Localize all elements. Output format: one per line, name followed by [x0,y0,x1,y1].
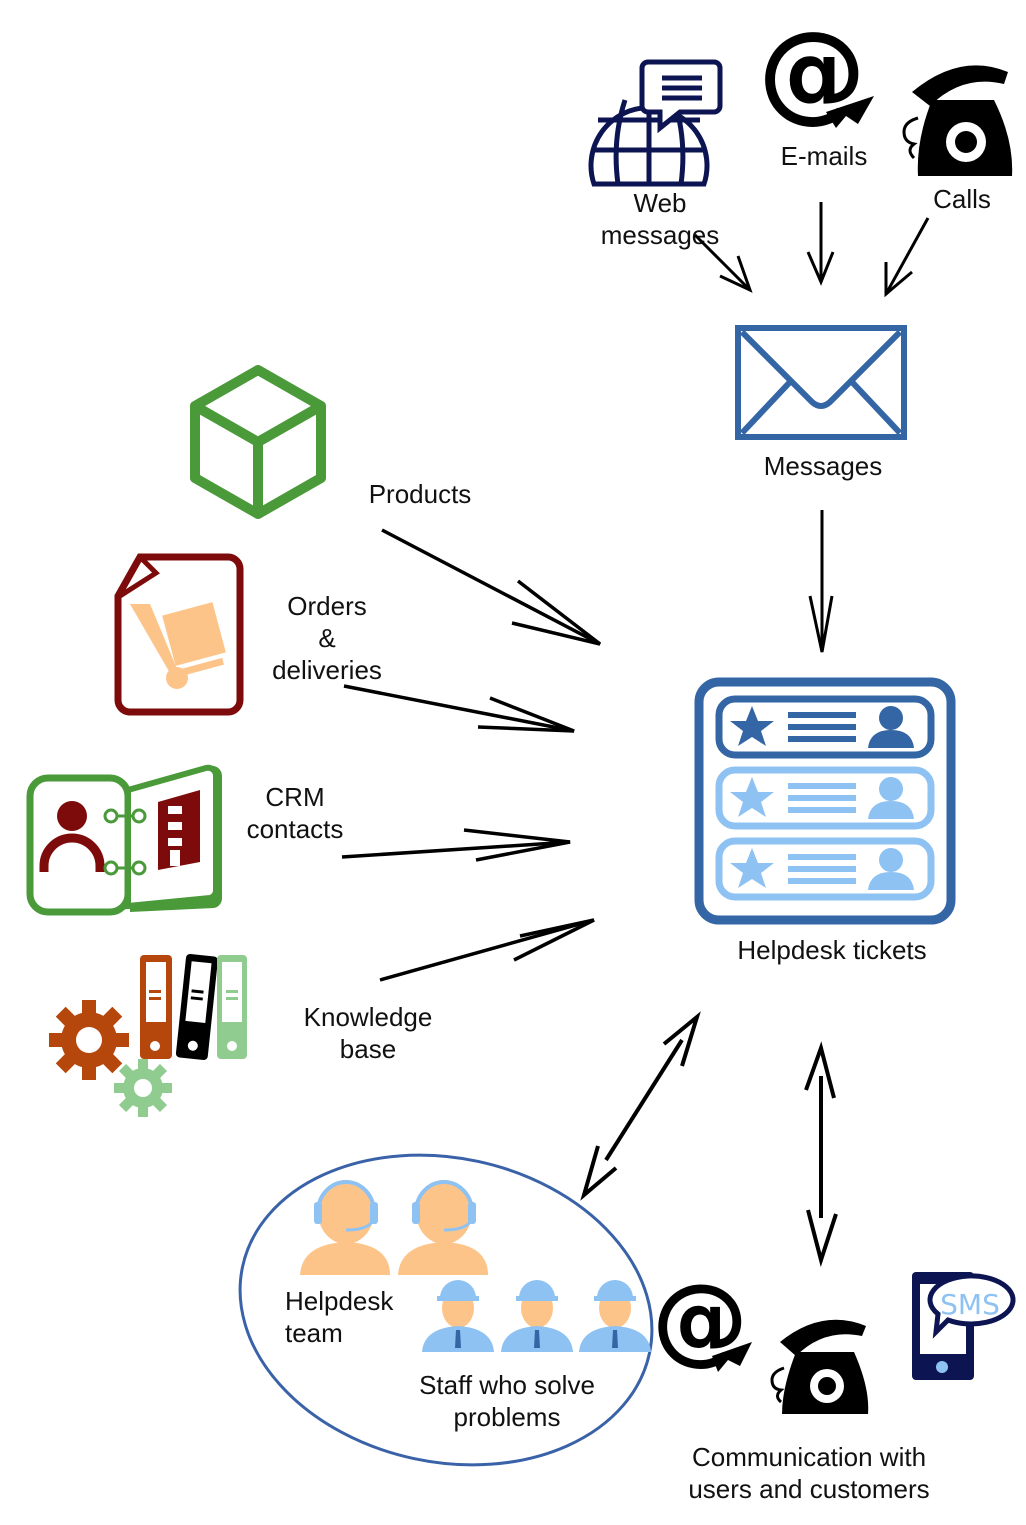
telephone-icon [770,1319,869,1414]
orders-label-line2: & [318,623,335,653]
engineer-icon [422,1280,494,1352]
arrow-crm-to-tickets [341,828,571,862]
staff-label-line1: Staff who solve [419,1370,595,1400]
engineer-icon [579,1280,651,1352]
orders-label-line1: Orders [287,591,366,621]
arrow-orders-to-tickets [343,684,575,733]
headset-agent-icon [398,1180,488,1275]
arrow-emails-to-messages [806,202,835,286]
orders-label-line3: deliveries [272,655,382,685]
telephone-icon [902,65,1013,176]
crm-label-line1: CRM [265,782,324,812]
arrow-calls-to-messages [884,217,930,298]
globe-chat-icon [588,59,723,187]
arrow-web-to-messages [693,233,753,293]
cube-icon [190,365,326,519]
emails-label: E-mails [781,141,868,171]
arrow-knowledge-to-tickets [379,918,595,982]
knowledge-label-line2: base [340,1034,396,1064]
headset-agent-icon [300,1180,390,1275]
arrow-tickets-communication-bidirectional [804,1041,838,1268]
arrow-team-tickets-bidirectional [580,1011,701,1201]
messages-label: Messages [764,451,883,481]
web-messages-label-line1: Web [634,188,687,218]
ticket-row [715,766,935,830]
crm-label-line2: contacts [247,814,344,844]
at-sign-icon: @ [758,9,874,134]
engineer-icon [501,1280,573,1352]
helpdesk-tickets-label: Helpdesk tickets [737,935,926,965]
sms-phone-icon: SMS [912,1272,1016,1380]
envelope-icon [735,325,907,440]
helpdesk-team-label-line2: team [285,1318,343,1348]
staff-label-line2: problems [454,1402,561,1432]
helpdesk-team-label-line1: Helpdesk [285,1286,394,1316]
team-group-outline [238,1153,654,1467]
calls-label: Calls [933,184,991,214]
sms-text: SMS [940,1288,1000,1321]
knowledge-label-line1: Knowledge [304,1002,433,1032]
at-sign-icon: @ [652,1263,752,1375]
ticket-row [715,695,935,759]
products-label: Products [369,479,472,509]
arrow-products-to-tickets [381,528,602,646]
ticket-list-icon [694,677,956,925]
web-messages-label-line2: messages [601,220,720,250]
communication-label-line1: Communication with [692,1442,926,1472]
delivery-document-icon [114,553,244,716]
communication-label-line2: users and customers [688,1474,929,1504]
address-book-icon [26,764,223,916]
ticket-row [715,837,935,901]
arrow-messages-to-tickets [808,510,834,653]
binders-gears-icon [49,954,247,1117]
